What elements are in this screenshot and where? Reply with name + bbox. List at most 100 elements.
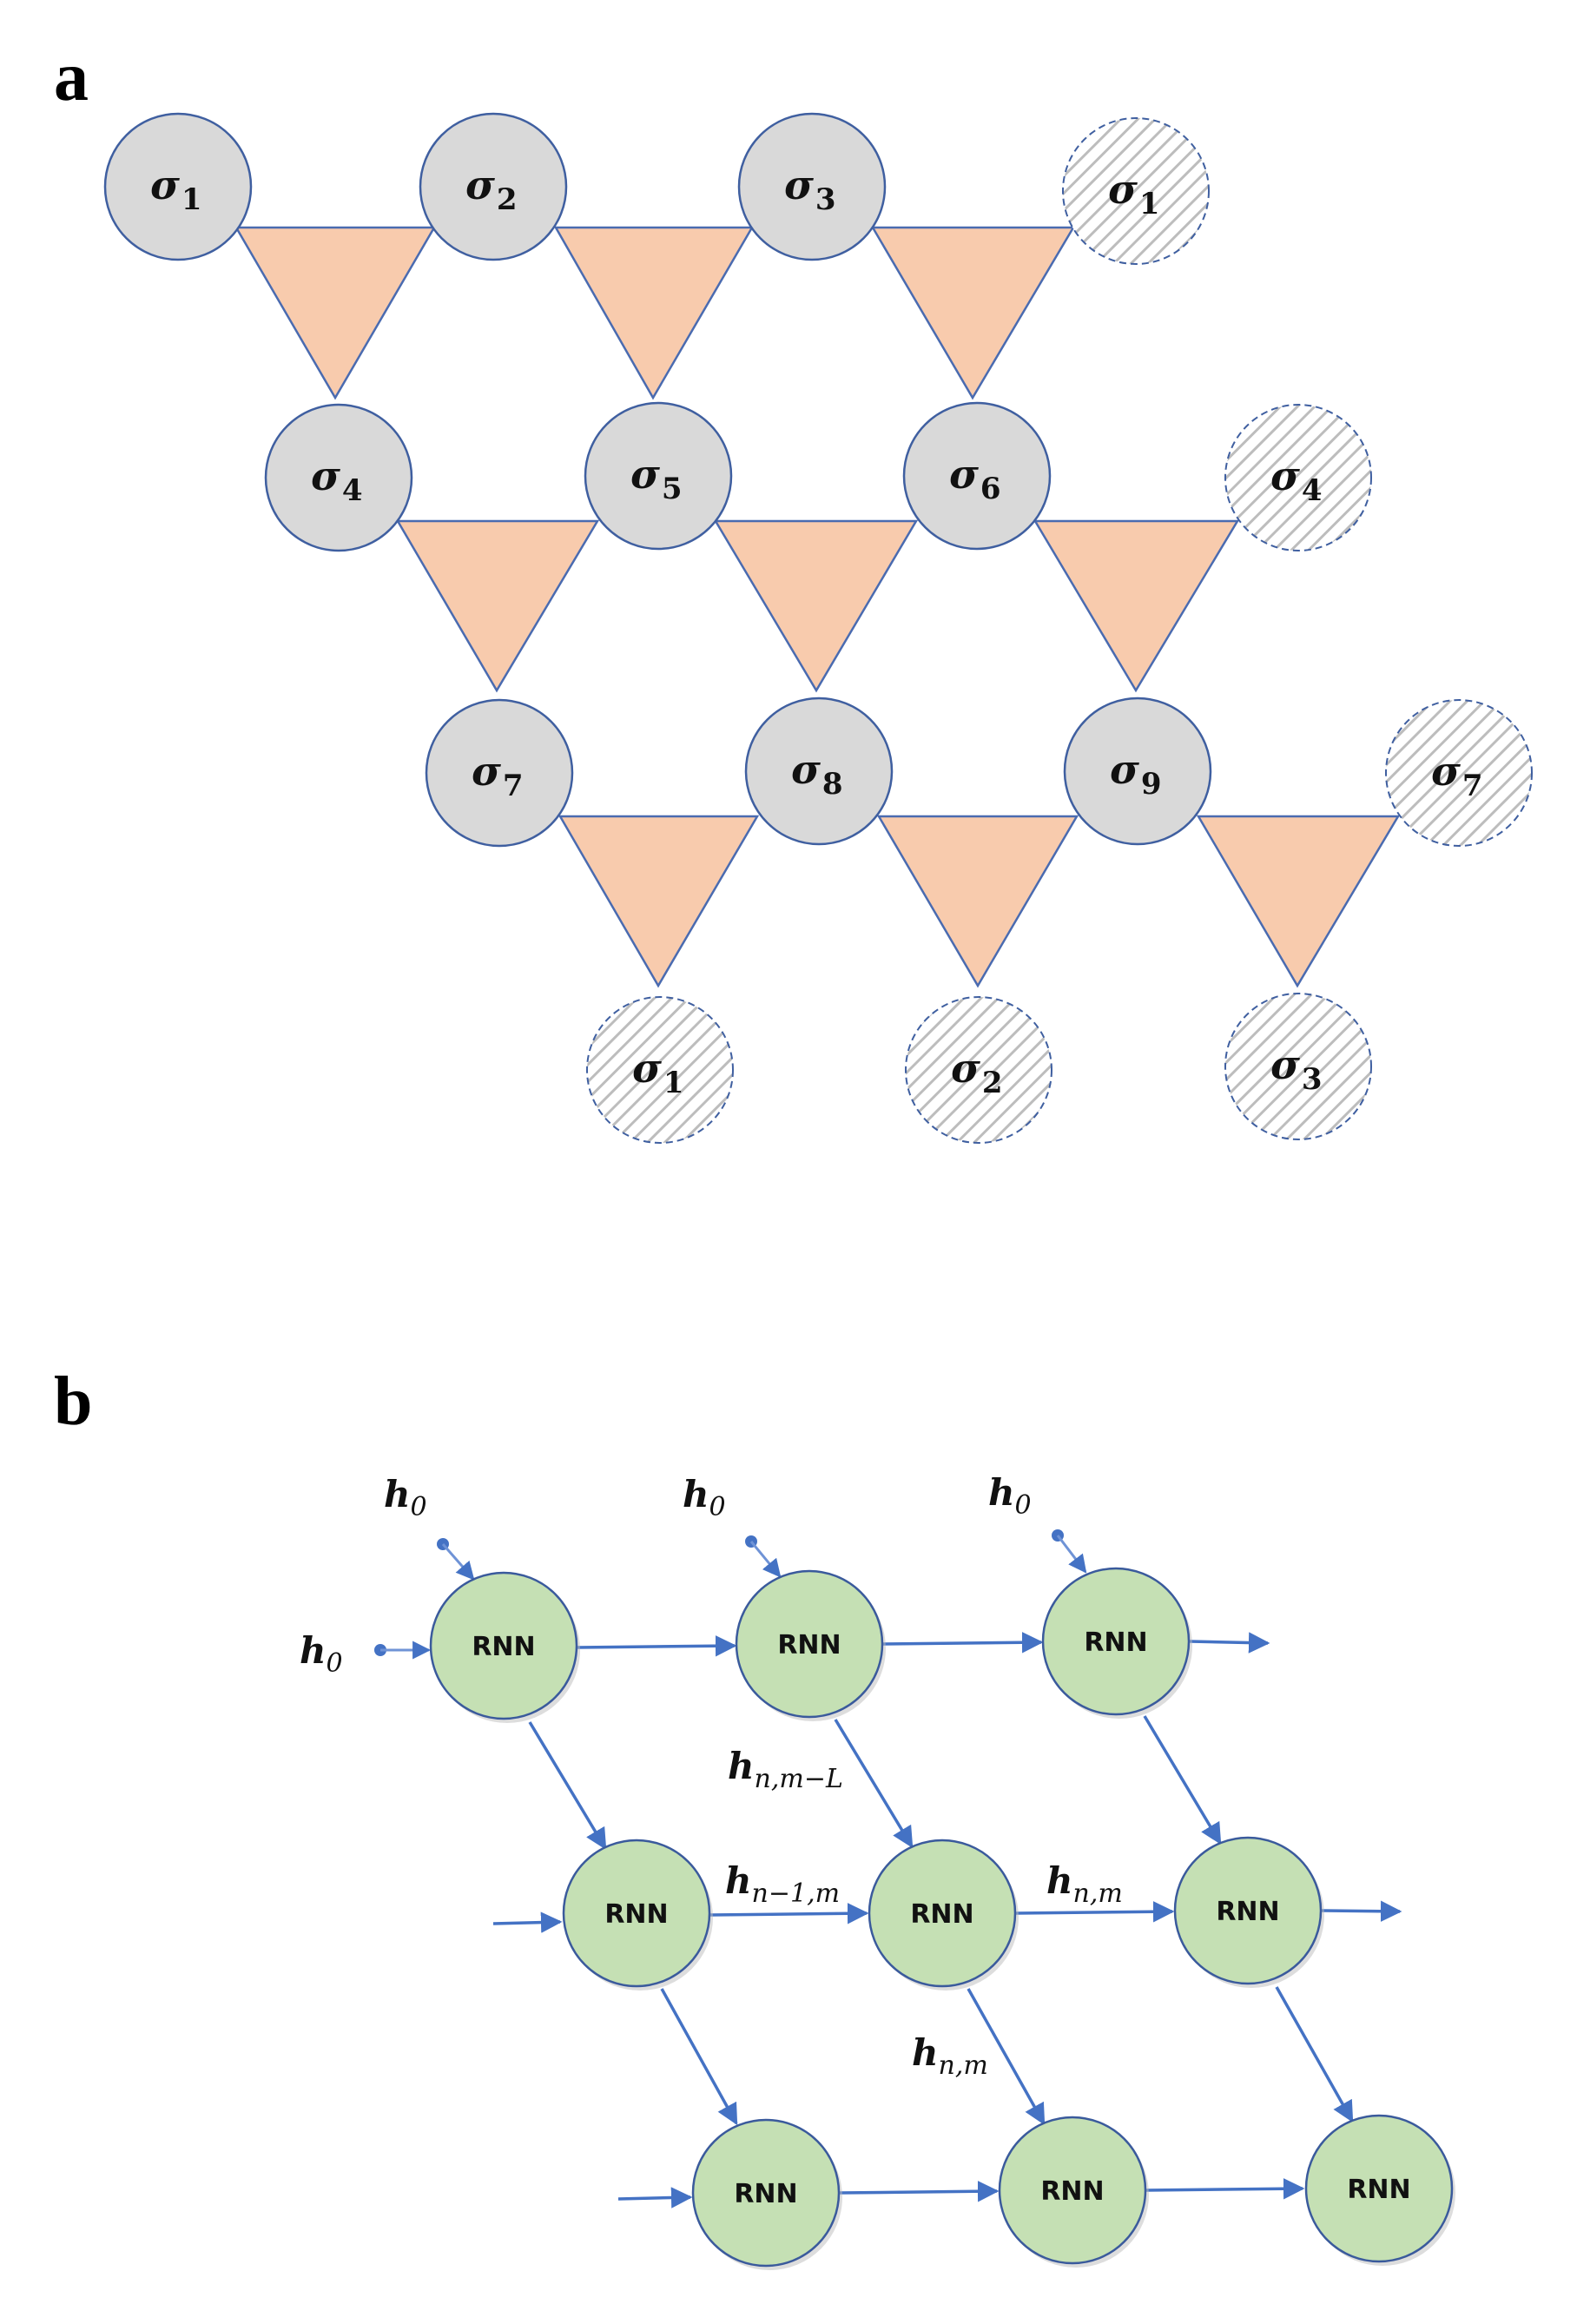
rnn-arrows <box>374 1529 1402 2208</box>
lattice-sites: σ1 σ2 σ3 σ1 σ4 σ5 σ6 σ4 σ7 σ8 σ9 σ7 σ1 σ2 σ3 <box>103 112 1533 1144</box>
rnn-cell-circle <box>868 1839 1017 1988</box>
hidden-state-labels: h0 h0 h0 h0 hn,m−L hn−1,m hn,m hn,m <box>300 1471 1123 2081</box>
rnn-cell: RNN <box>429 1571 580 1723</box>
diagonal-arrow <box>967 1988 1046 2126</box>
triangle-plaquette <box>234 226 437 400</box>
rnn-cell: RNN <box>1041 1567 1192 1719</box>
rnn-cell-circle <box>998 2116 1147 2265</box>
rnn-cell-circle <box>1041 1567 1191 1716</box>
lattice-site: σ8 <box>744 697 894 846</box>
initial-state-arrow <box>749 1541 782 1578</box>
triangle-plaquette <box>1033 519 1240 693</box>
rnn-cell-circle <box>562 1839 711 1988</box>
site-circle <box>103 112 253 261</box>
rnn-cell-label: RNN <box>1347 2175 1410 2205</box>
rnn-cell-label: RNN <box>734 2179 797 2209</box>
rnn-cell: RNN <box>868 1839 1019 1991</box>
triangle-plaquette <box>870 226 1076 400</box>
site-circle <box>902 401 1052 551</box>
rnn-cell-label: RNN <box>472 1632 535 1662</box>
site-circle <box>425 698 574 848</box>
site-label: σ4 <box>311 452 363 508</box>
triangle-plaquette <box>876 815 1079 988</box>
rnn-cell: RNN <box>735 1569 886 1721</box>
site-label: σ7 <box>1431 748 1483 803</box>
site-circle <box>1224 404 1372 551</box>
horizontal-arrow <box>1145 2177 1305 2200</box>
lattice-site: σ5 <box>584 401 733 551</box>
site-label: σ1 <box>632 1045 684 1100</box>
triangle-plaquette <box>553 226 755 400</box>
initial-state-arrow <box>441 1543 475 1581</box>
lattice-site: σ4 <box>264 403 413 552</box>
rnn-cell: RNN <box>562 1839 713 1991</box>
site-circle <box>744 697 894 846</box>
site-circle <box>1062 117 1210 265</box>
rnn-cell-label: RNN <box>777 1630 841 1660</box>
rnn-cell-label: RNN <box>1040 2176 1104 2207</box>
horizontal-arrow <box>617 2187 693 2208</box>
site-circle <box>1063 697 1212 846</box>
panel-label-a: a <box>54 39 89 116</box>
horizontal-arrow <box>492 1911 563 1933</box>
horizontal-arrow <box>1189 1632 1270 1654</box>
horizontal-arrow <box>577 1634 737 1657</box>
kagome-triangles <box>234 226 1401 988</box>
hidden-state-label: h0 <box>988 1471 1032 1521</box>
hidden-state-label: hn,m <box>1046 1859 1123 1909</box>
periodic-site: σ2 <box>905 996 1052 1144</box>
lattice-site: σ6 <box>902 401 1052 551</box>
diagonal-arrow <box>660 1988 738 2126</box>
diagonal-arrow <box>528 1721 607 1851</box>
rnn-cell-circle <box>1304 2114 1454 2263</box>
horizontal-arrow <box>839 2180 1000 2202</box>
site-circle <box>264 403 413 552</box>
site-circle <box>1224 993 1372 1140</box>
horizontal-arrow <box>882 1631 1044 1654</box>
diagonal-arrow <box>1143 1715 1222 1845</box>
hidden-state-label: hn−1,m <box>725 1859 840 1909</box>
site-circle <box>419 112 568 261</box>
lattice-site: σ1 <box>103 112 253 261</box>
site-circle <box>1385 699 1533 847</box>
rnn-cell-circle <box>1173 1836 1323 1985</box>
triangle-plaquette <box>1196 815 1401 988</box>
periodic-site: σ1 <box>1062 117 1210 265</box>
rnn-cell: RNN <box>691 2118 842 2270</box>
horizontal-arrow <box>1015 1900 1175 1923</box>
triangle-plaquette <box>395 519 600 693</box>
hidden-state-label: hn,m <box>912 2031 988 2081</box>
rnn-cell-circle <box>429 1571 578 1720</box>
hidden-state-label: h0 <box>384 1473 427 1522</box>
hidden-state-label: h0 <box>300 1629 343 1679</box>
diagonal-arrow <box>834 1719 914 1849</box>
rnn-cells: RNN RNN RNN RNN RNN RNN RNN RNN RNN <box>429 1567 1455 2270</box>
rnn-cell: RNN <box>1304 2114 1455 2266</box>
periodic-site: σ3 <box>1224 993 1372 1140</box>
rnn-cell-label: RNN <box>910 1899 973 1930</box>
rnn-cell: RNN <box>1173 1836 1324 1988</box>
site-label: σ4 <box>1270 452 1323 508</box>
periodic-site: σ4 <box>1224 404 1372 551</box>
rnn-cell-circle <box>735 1569 884 1719</box>
periodic-site: σ7 <box>1385 699 1533 847</box>
rnn-cell-label: RNN <box>604 1899 668 1930</box>
periodic-site: σ1 <box>586 996 734 1144</box>
site-circle <box>584 401 733 551</box>
hidden-state-label: hn,m−L <box>728 1745 843 1794</box>
lattice-site: σ9 <box>1063 697 1212 846</box>
site-label: σ1 <box>1108 166 1160 221</box>
lattice-site: σ7 <box>425 698 574 848</box>
diagonal-arrow <box>1275 1986 1354 2123</box>
rnn-cell-circle <box>691 2118 841 2268</box>
lattice-site: σ2 <box>419 112 568 261</box>
rnn-cell: RNN <box>998 2116 1149 2268</box>
lattice-site: σ3 <box>737 112 887 261</box>
triangle-plaquette <box>558 815 760 988</box>
hidden-state-label: h0 <box>683 1473 726 1522</box>
initial-state-arrow <box>1056 1535 1087 1574</box>
rnn-cell-label: RNN <box>1216 1897 1279 1927</box>
site-circle <box>586 996 734 1144</box>
site-circle <box>737 112 887 261</box>
